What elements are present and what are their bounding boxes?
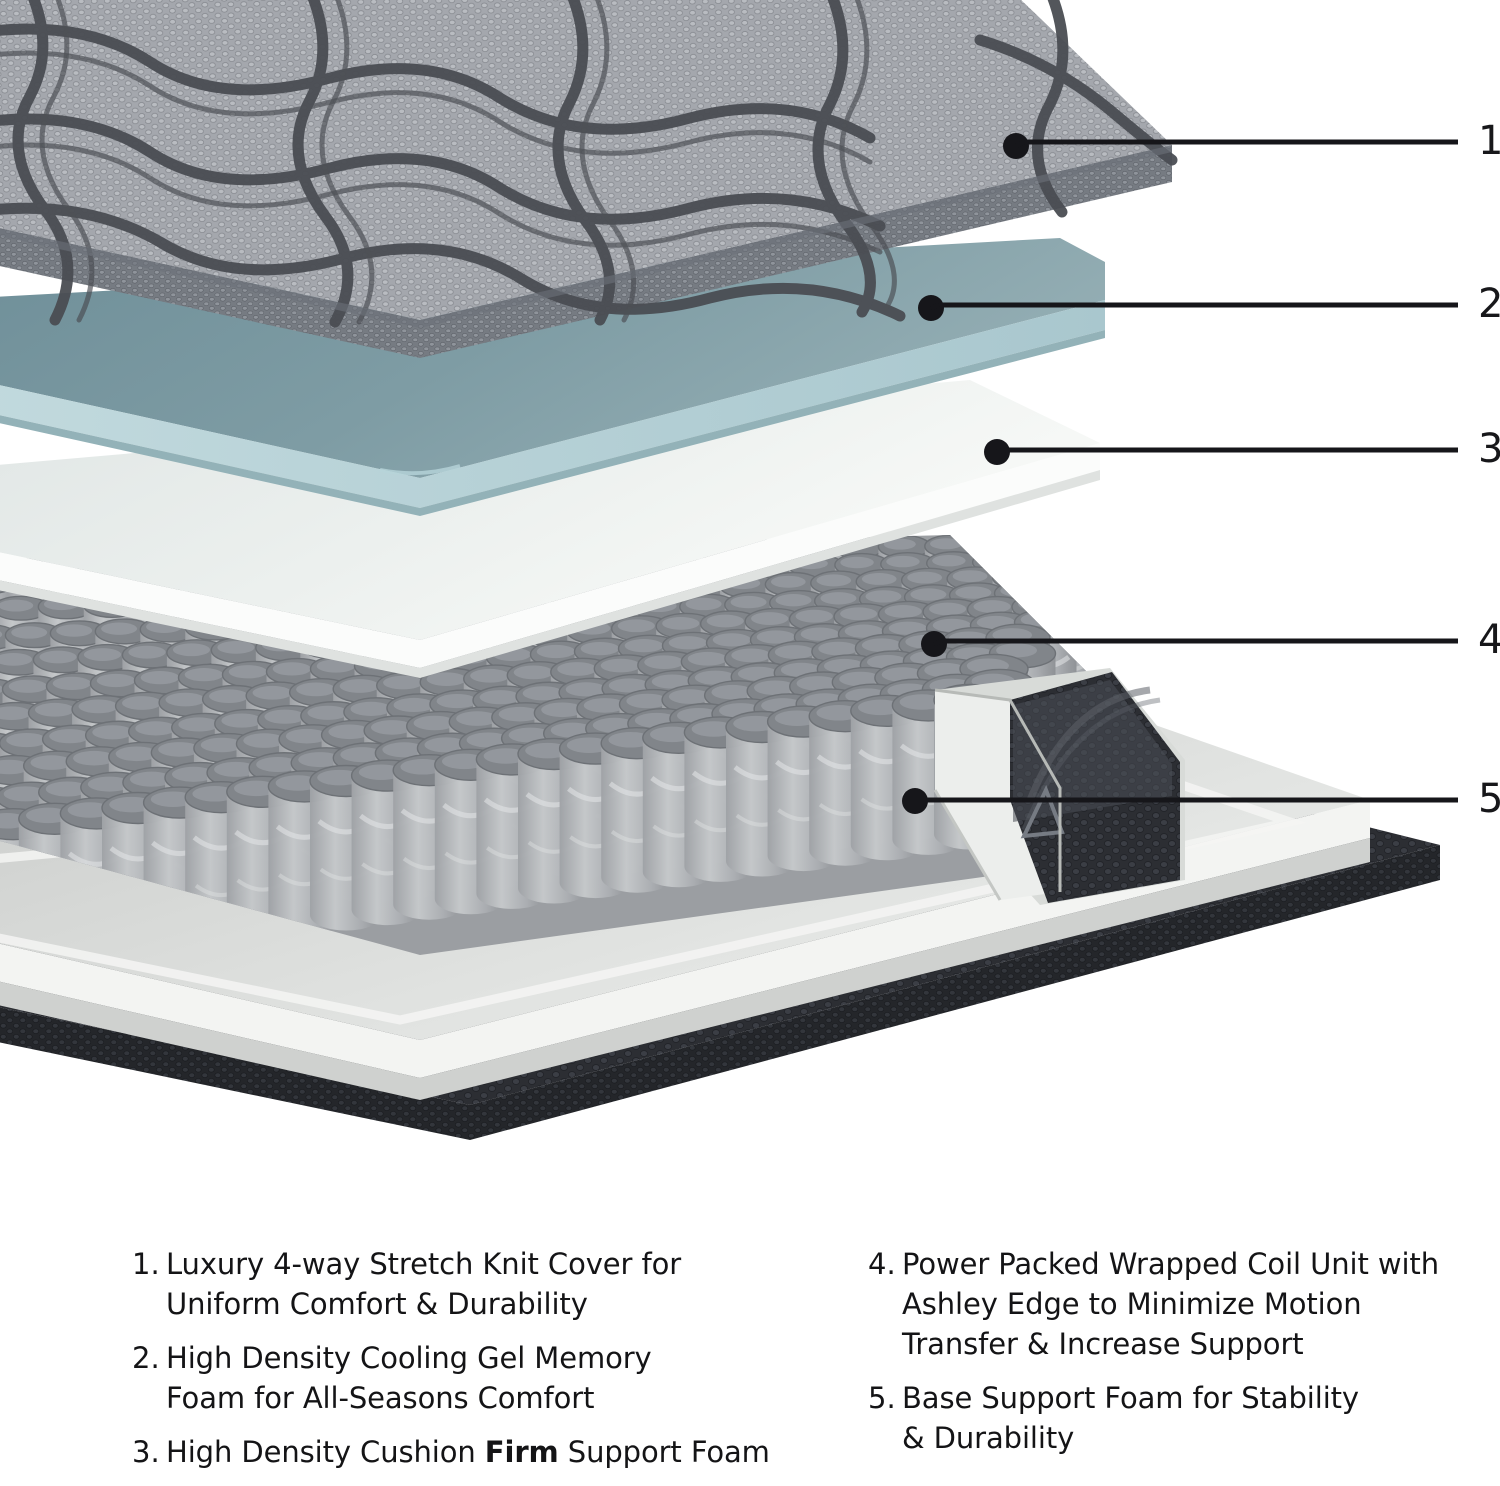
legend-line: Foam for All-Seasons Comfort [166,1381,595,1415]
callout-leader-lines [902,133,1458,814]
legend-line: Ashley Edge to Minimize Motion [902,1287,1362,1321]
legend-line: Base Support Foam for Stability [902,1381,1359,1415]
legend-item-3: 3. High Density Cushion Firm Support Foa… [132,1432,832,1472]
callout-number-1: 1 [1478,118,1500,164]
leader-connector-2 [930,302,940,311]
legend-marker-1: 1. [132,1247,160,1281]
legend-text-2: High Density Cooling Gel Memory Foam for… [166,1338,832,1418]
legend-text-3: High Density Cushion Firm Support Foam [166,1432,832,1472]
mattress-cutaway-illustration: 1 2 3 4 5 [0,0,1500,1140]
legend: 1. Luxury 4-way Stretch Knit Cover for U… [0,1180,1500,1470]
callout-number-2: 2 [1478,281,1500,327]
legend-column-right: 4. Power Packed Wrapped Coil Unit with A… [868,1180,1488,1472]
leader-connector-4 [933,638,943,647]
legend-text-1: Luxury 4-way Stretch Knit Cover for Unif… [166,1244,832,1324]
ashley-edge-support [933,668,1185,905]
legend-column-left: 1. Luxury 4-way Stretch Knit Cover for U… [132,1180,832,1486]
legend-item-4: 4. Power Packed Wrapped Coil Unit with A… [868,1244,1488,1364]
legend-text-5: Base Support Foam for Stability & Durabi… [902,1378,1488,1458]
leader-connector-5 [914,797,924,804]
legend-marker-5: 5. [868,1381,896,1415]
legend-line: High Density Cooling Gel Memory [166,1341,652,1375]
legend-line: & Durability [902,1421,1075,1455]
legend-item-2: 2. High Density Cooling Gel Memory Foam … [132,1338,832,1418]
legend-marker-4: 4. [868,1247,896,1281]
knit-cover-layer [0,0,1178,358]
legend-line: Luxury 4-way Stretch Knit Cover for [166,1247,682,1281]
legend-line: Uniform Comfort & Durability [166,1287,588,1321]
leader-connector-1 [1014,139,1026,149]
legend-marker-3: 3. [132,1435,160,1469]
legend-line: Transfer & Increase Support [902,1327,1304,1361]
legend-line: Power Packed Wrapped Coil Unit with [902,1247,1439,1281]
leader-connector-3 [996,447,1006,455]
legend-marker-2: 2. [132,1341,160,1375]
legend-item-5: 5. Base Support Foam for Stability & Dur… [868,1378,1488,1458]
legend-text-4: Power Packed Wrapped Coil Unit with Ashl… [902,1244,1488,1364]
legend-line: High Density Cushion [166,1435,485,1469]
callout-number-5: 5 [1478,776,1500,822]
callout-number-4: 4 [1478,617,1500,663]
callout-number-3: 3 [1478,426,1500,472]
legend-line-emphasis: Firm [484,1435,559,1469]
legend-item-1: 1. Luxury 4-way Stretch Knit Cover for U… [132,1244,832,1324]
legend-line: Support Foam [558,1435,770,1469]
